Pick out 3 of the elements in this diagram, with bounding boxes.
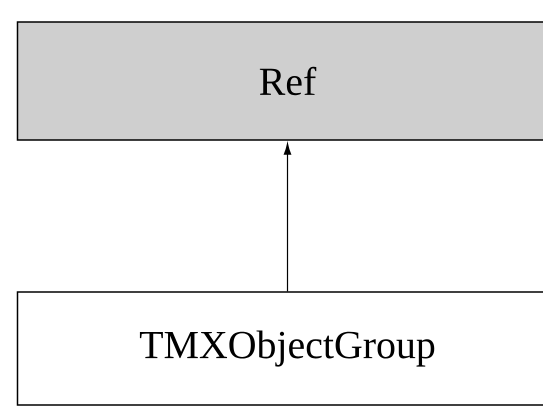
- class-box: TMXObjectGroup: [16, 291, 543, 406]
- class-box: Ref: [16, 21, 543, 141]
- arrow: [284, 143, 292, 292]
